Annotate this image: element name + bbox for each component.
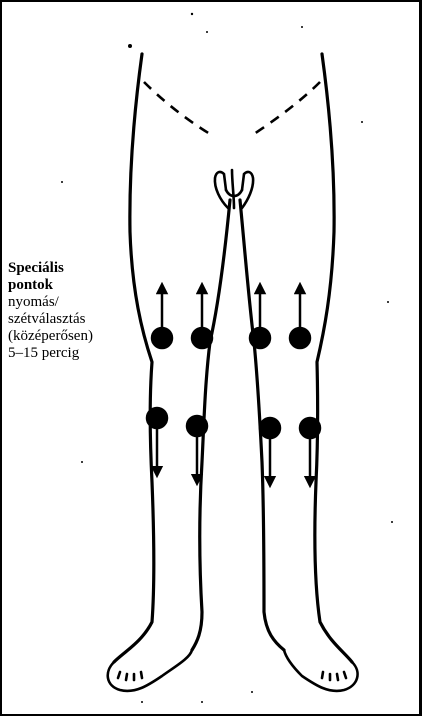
right-leg-upper-inner-point xyxy=(250,288,270,348)
right-leg-outer-outline xyxy=(315,54,352,662)
right-leg-upper-outer-point xyxy=(290,288,310,348)
pressure-point-dot xyxy=(192,328,212,348)
left-leg-upper-inner-point xyxy=(192,288,212,348)
annotation-line-3: nyomás/ xyxy=(8,294,158,311)
genital-outline xyxy=(215,170,253,208)
pressure-point-dot xyxy=(147,408,167,428)
hip-dashed-lines xyxy=(144,82,320,134)
annotation-text: Speciális pontok nyomás/ szétválasztás (… xyxy=(8,260,158,362)
annotation-line-2: pontok xyxy=(8,277,158,294)
annotation-line-1: Speciális xyxy=(8,260,158,277)
pressure-point-dot xyxy=(187,416,207,436)
annotation-line-5: (középerősen) xyxy=(8,328,158,345)
pressure-point-dot xyxy=(290,328,310,348)
pressure-point-dot xyxy=(260,418,280,438)
pressure-point-dot xyxy=(300,418,320,438)
annotation-line-6: 5–15 percig xyxy=(8,345,158,362)
annotation-line-4: szétválasztás xyxy=(8,311,158,328)
pressure-point-dot xyxy=(250,328,270,348)
